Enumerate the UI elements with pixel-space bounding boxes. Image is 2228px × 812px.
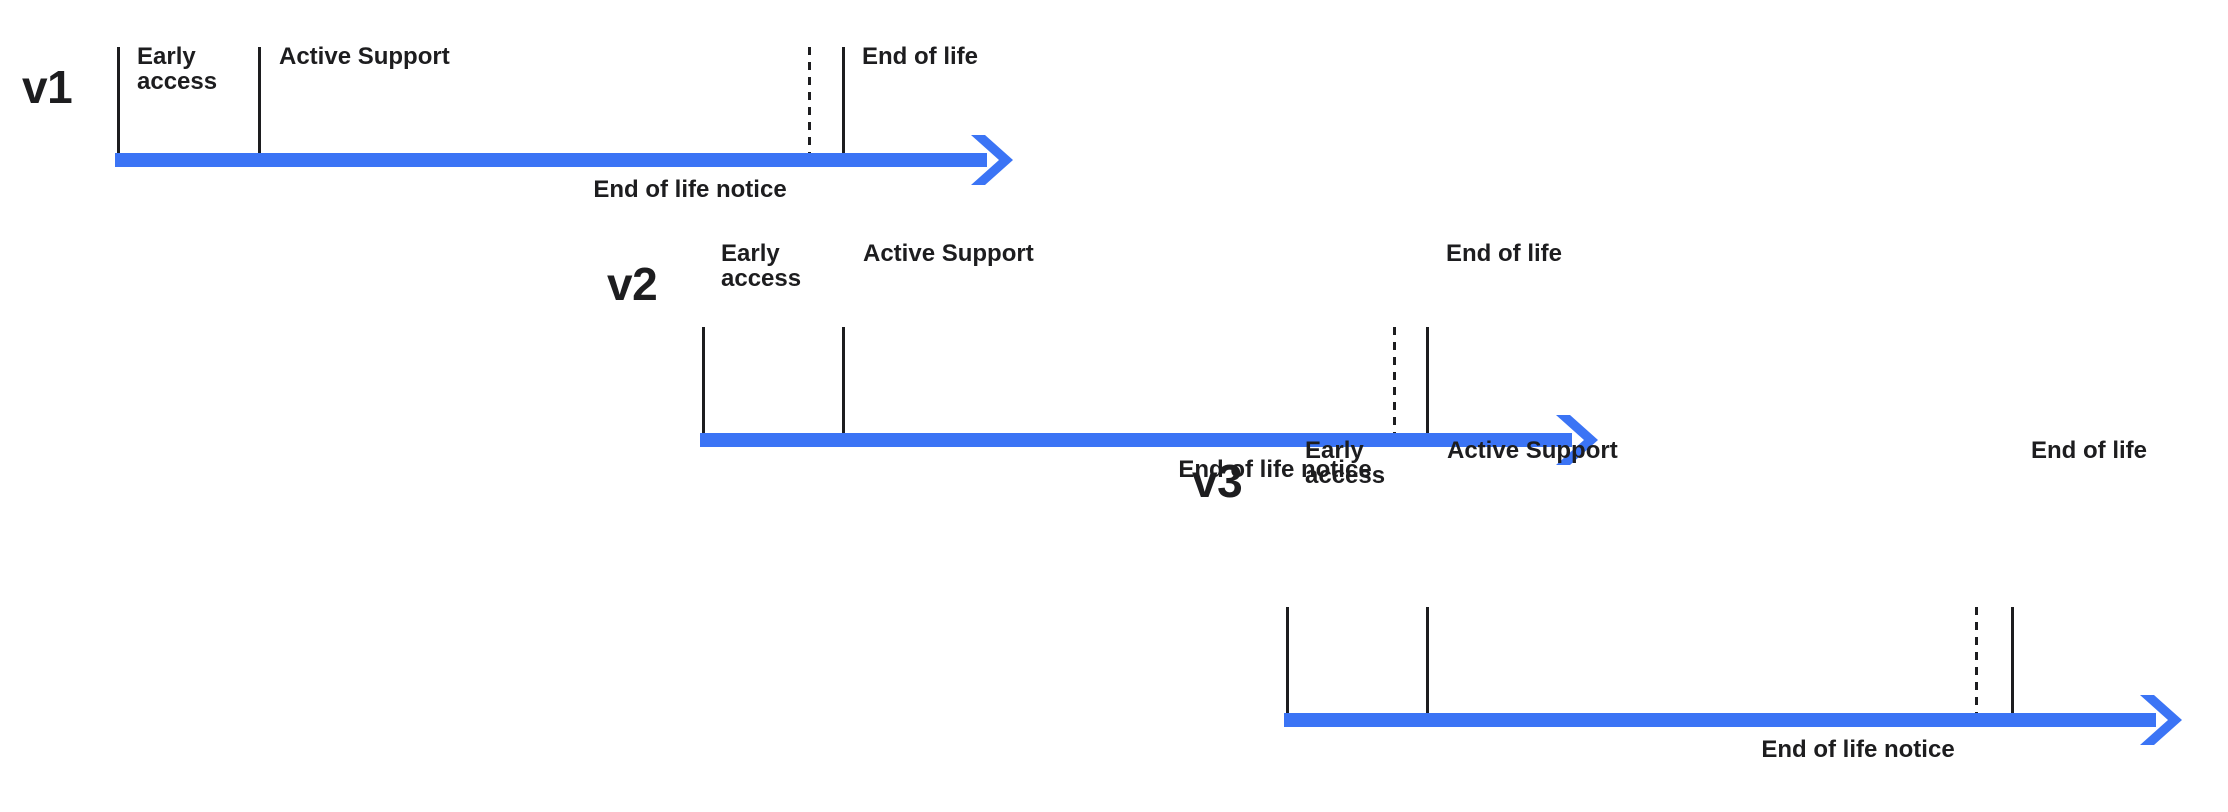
v1-end-of-life-notice-label: End of life notice (593, 176, 787, 203)
v1-arrow-head (971, 135, 1013, 185)
v1-phase-label-end-of-life: End of life (862, 43, 978, 70)
v3-phase-label-early-access: Early access (1305, 437, 1386, 489)
v2-phase-label-end-of-life: End of life (1446, 240, 1562, 267)
v3-end-of-life-notice-label: End of life notice (1761, 736, 1955, 763)
version-label-v3: v3 (1192, 455, 1243, 507)
v3-phase-label-active-support: Active Support (1447, 437, 1618, 464)
v1-lifecycle-arrow (115, 135, 1013, 185)
v2-phase-label-active-support: Active Support (863, 240, 1034, 267)
v2-lifecycle-arrow (700, 415, 1598, 465)
v3-end-of-life-start-tick (2011, 607, 2014, 713)
v1-end-of-life-start-tick (842, 47, 845, 153)
v1-phase-label-early-access: Early access (137, 43, 218, 95)
v2-phase-label-early-access: Early access (721, 240, 802, 292)
v1-arrow-shaft (115, 153, 987, 167)
v1-active-support-start-tick (258, 47, 261, 153)
v3-phase-label-end-of-life: End of life (2031, 437, 2147, 464)
v3-arrow-head (2140, 695, 2182, 745)
v3-lifecycle-arrow (1284, 695, 2182, 745)
v1-early-access-start-tick (117, 47, 120, 153)
v1-phase-label-active-support: Active Support (279, 43, 450, 70)
v1-end-of-life-notice-marker-tick (808, 47, 811, 153)
v2-early-access-start-tick (702, 327, 705, 433)
v2-active-support-start-tick (842, 327, 845, 433)
v3-early-access-start-tick (1286, 607, 1289, 713)
v3-active-support-start-tick (1426, 607, 1429, 713)
v3-arrow-shaft (1284, 713, 2156, 727)
v2-end-of-life-notice-marker-tick (1393, 327, 1396, 433)
version-label-v2: v2 (607, 258, 658, 310)
version-label-v1: v1 (22, 61, 73, 113)
v2-arrow-head (1556, 415, 1598, 465)
v2-arrow-shaft (700, 433, 1572, 447)
v2-end-of-life-notice-label: End of life notice (1178, 456, 1372, 483)
v2-end-of-life-start-tick (1426, 327, 1429, 433)
v3-end-of-life-notice-marker-tick (1975, 607, 1978, 713)
